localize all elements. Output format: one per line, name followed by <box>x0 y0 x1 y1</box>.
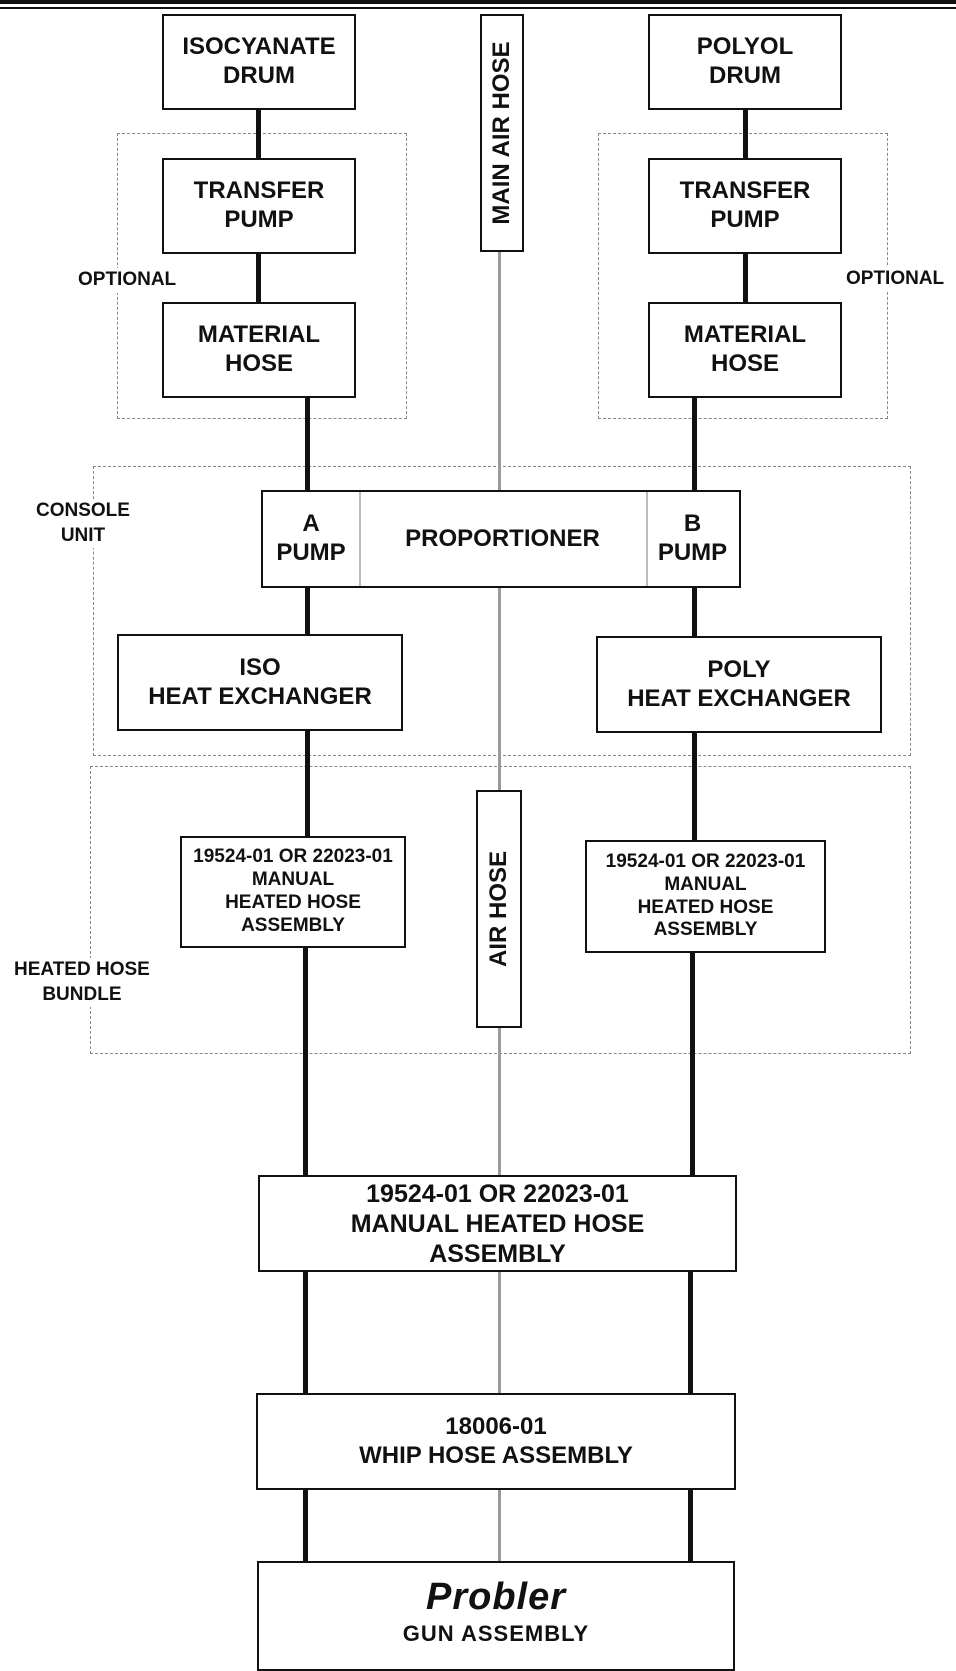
connector-line <box>688 1488 693 1562</box>
connector-line <box>303 1488 308 1562</box>
connector-line <box>303 946 308 1175</box>
connector-line <box>743 108 748 158</box>
connector-line <box>692 586 697 636</box>
gun-assembly-label: GUN ASSEMBLY <box>402 1620 590 1646</box>
connector-line <box>688 1270 693 1395</box>
proportioner-label: PROPORTIONER <box>405 524 600 552</box>
connector-line <box>690 950 695 1175</box>
connector-line <box>305 586 310 636</box>
proportioner-divider <box>359 492 361 586</box>
optional-label-left: OPTIONAL <box>78 268 177 293</box>
top-border <box>0 0 956 4</box>
top-border-thin <box>0 7 956 9</box>
main-air-hose: MAIN AIR HOSE <box>480 14 524 252</box>
connector-line <box>256 108 261 158</box>
probler-logo: Probler <box>425 1576 567 1618</box>
gun-assembly: Probler GUN ASSEMBLY <box>257 1561 735 1671</box>
proportioner-divider <box>646 492 648 586</box>
optional-label-right: OPTIONAL <box>846 267 945 292</box>
connector-line <box>303 1270 308 1395</box>
connector-line <box>692 396 697 492</box>
console-unit-group <box>93 466 911 756</box>
air-hose: AIR HOSE <box>476 790 522 1028</box>
connector-line <box>305 396 310 492</box>
connector-line <box>743 252 748 302</box>
connector-line <box>305 730 310 836</box>
connector-line <box>692 730 697 840</box>
connector-line <box>256 252 261 302</box>
